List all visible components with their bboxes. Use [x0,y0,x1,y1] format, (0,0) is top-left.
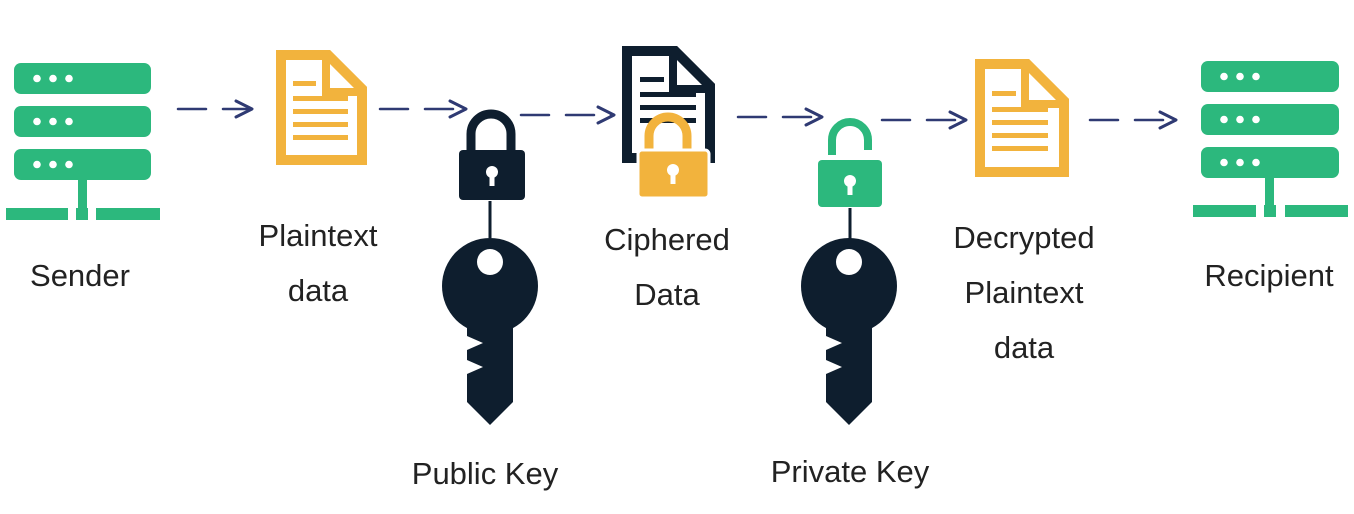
plaintext-document-icon [276,50,367,165]
public-key-label: Public Key [411,456,559,491]
padlock-open-icon [818,118,882,207]
decrypted-label-line3: data [993,330,1055,365]
recipient-server-icon [1193,61,1348,217]
decrypted-label-line2: Plaintext [964,275,1084,310]
private-key-icon [801,238,897,425]
decrypted-label: Decrypted Plaintext data [924,210,1124,375]
plaintext-label-line2: data [287,273,349,308]
ciphered-label: Ciphered Data [567,212,767,322]
sender-server-icon [6,63,160,220]
public-key-icon [442,238,538,425]
ciphered-document-icon [622,46,715,200]
plaintext-label: Plaintext data [218,208,418,318]
recipient-label: Recipient [1204,258,1334,293]
ciphered-label-line2: Data [634,277,700,312]
decrypted-label-line1: Decrypted [953,220,1095,255]
plaintext-label-line1: Plaintext [258,218,378,253]
private-key-label: Private Key [770,454,930,489]
flow-arrows [176,99,1178,130]
padlock-closed-icon [459,109,525,200]
decrypted-document-icon [975,59,1069,177]
ciphered-label-line1: Ciphered [604,222,730,257]
sender-label: Sender [30,258,130,293]
